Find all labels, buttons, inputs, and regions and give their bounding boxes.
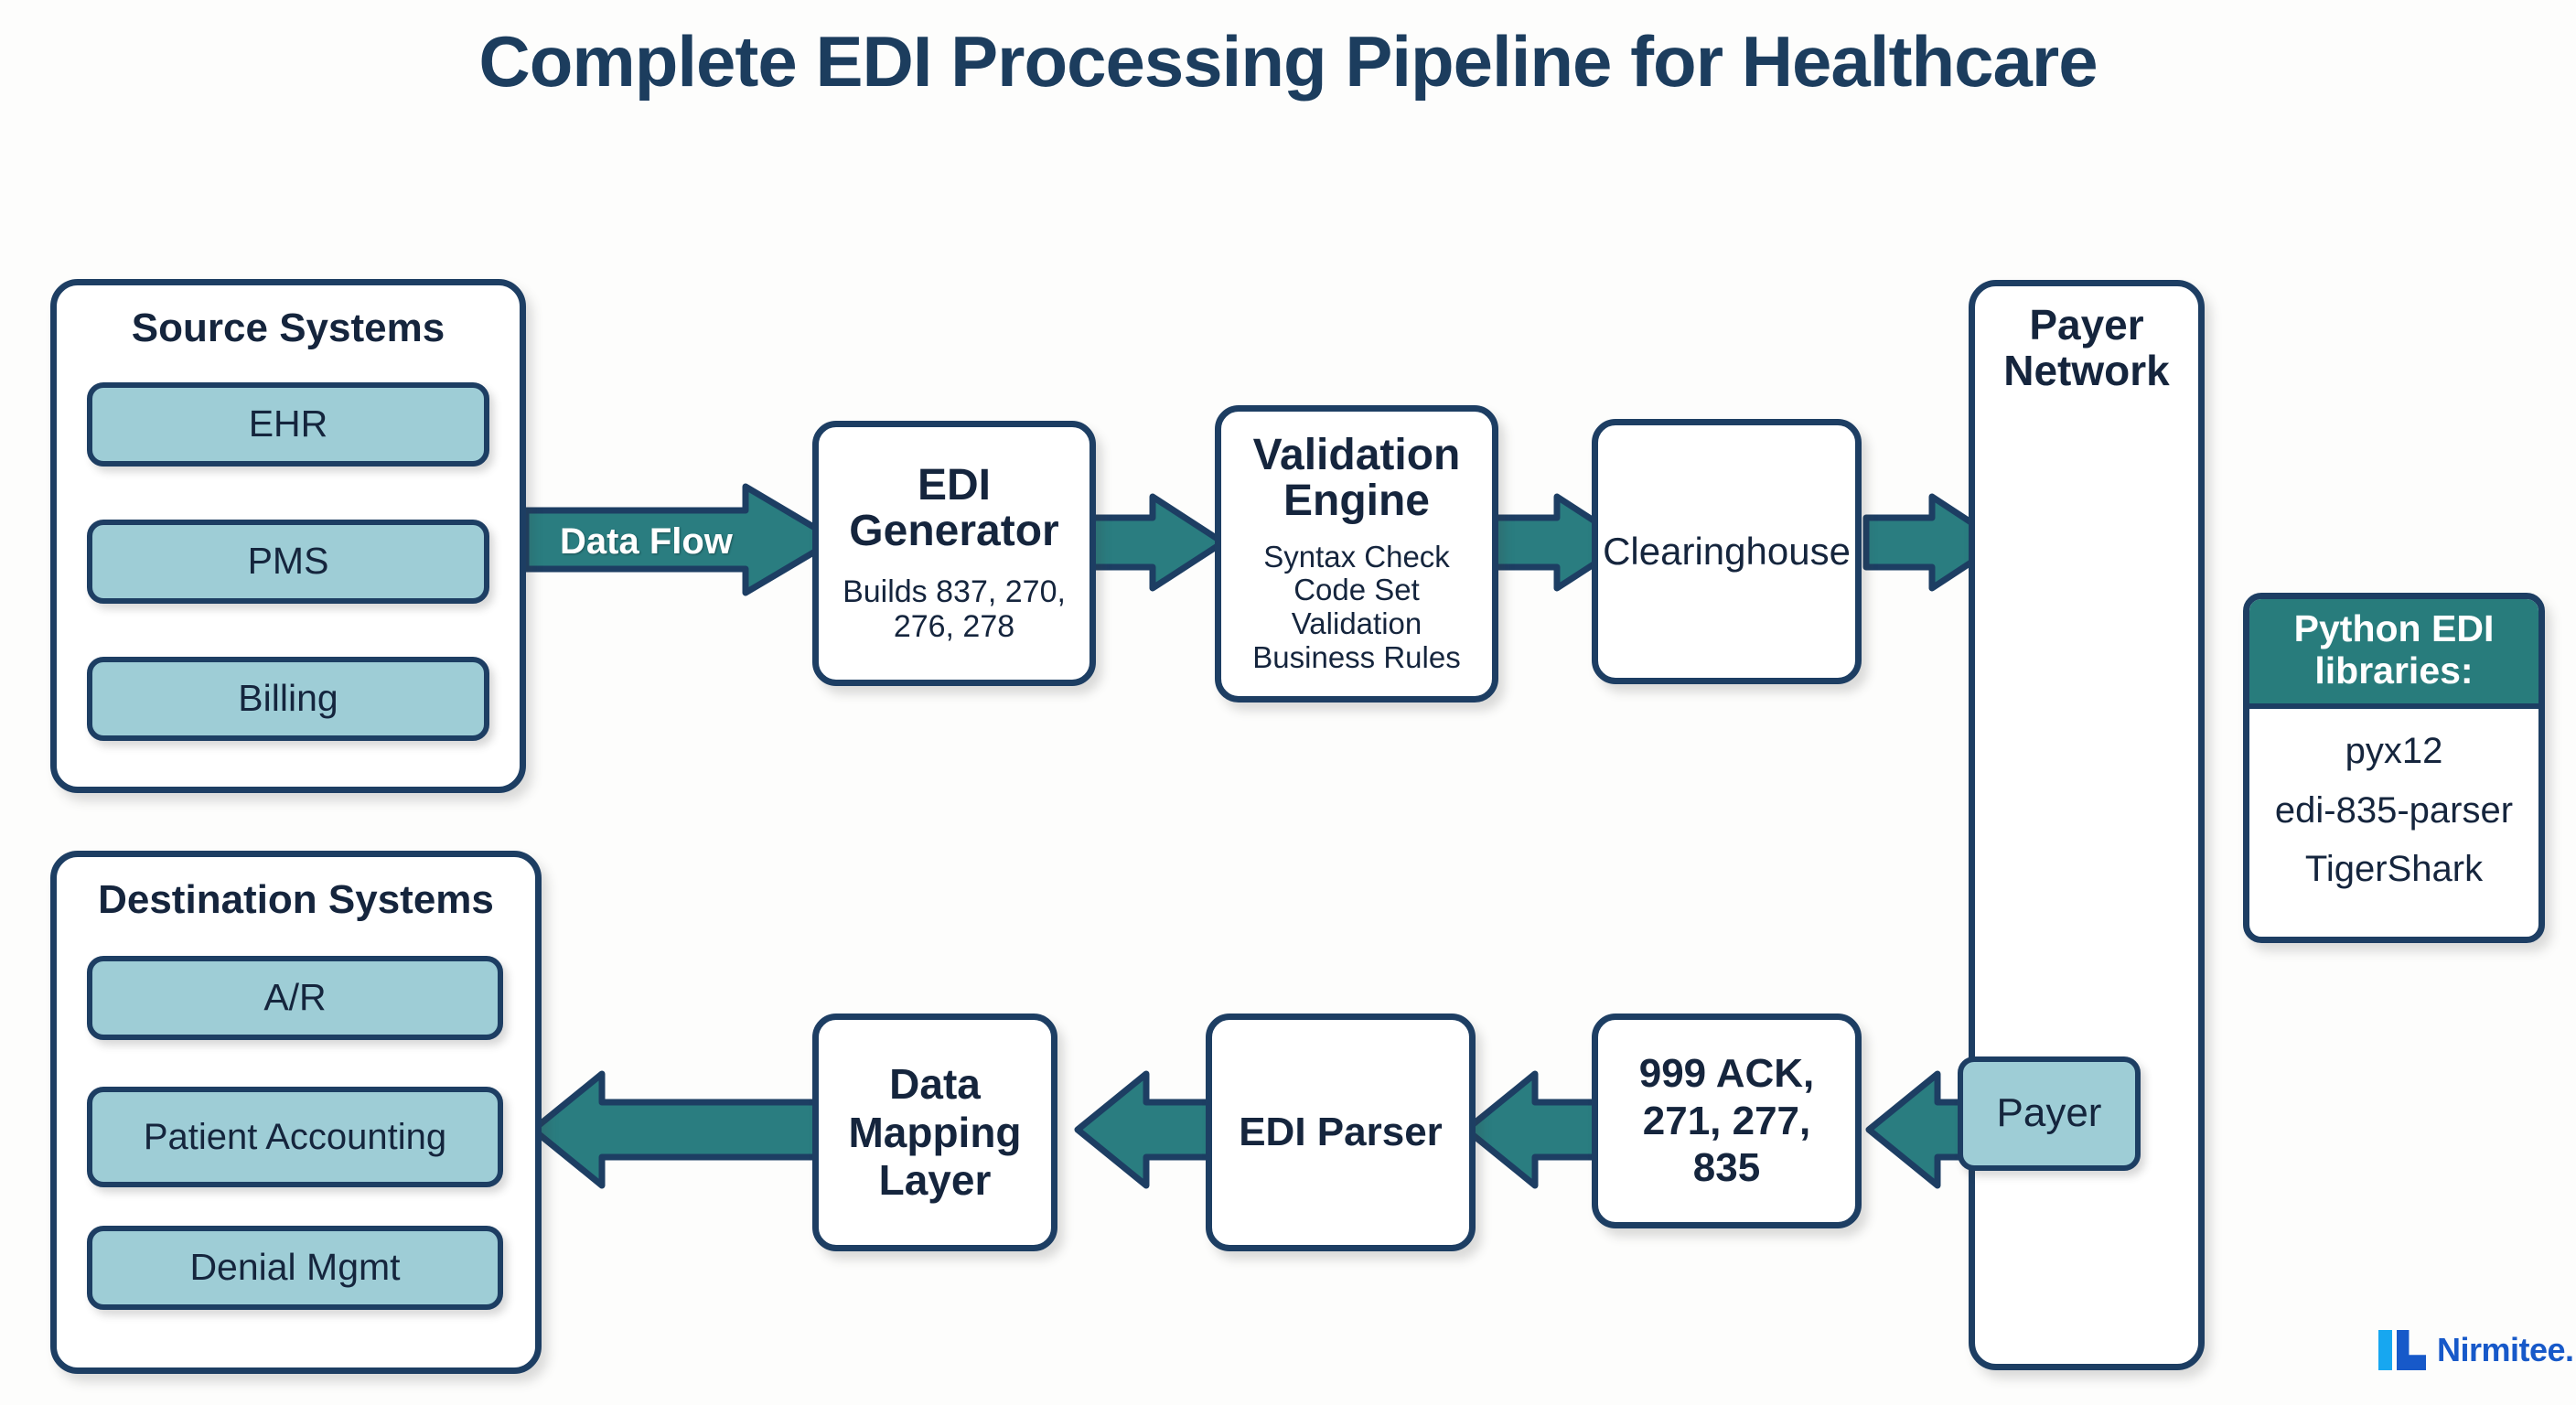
source-item-billing-label: Billing <box>238 677 338 720</box>
source-item-pms[interactable]: PMS <box>87 520 489 604</box>
destination-item-denial-mgmt[interactable]: Denial Mgmt <box>87 1226 503 1310</box>
arrow-generator-to-validation <box>1083 493 1227 592</box>
validation-line-syntax: Syntax Check <box>1263 539 1450 574</box>
destination-item-patient-accounting-label: Patient Accounting <box>143 1117 447 1157</box>
node-clearinghouse-title: Clearinghouse <box>1603 530 1851 574</box>
python-edi-libraries-header: Python EDI libraries: <box>2249 599 2538 709</box>
destination-item-ar-label: A/R <box>263 976 327 1019</box>
source-item-ehr-label: EHR <box>248 402 328 445</box>
node-validation-engine-title: Validation Engine <box>1252 430 1461 525</box>
node-ack-responses[interactable]: 999 ACK, 271, 277, 835 <box>1592 1014 1862 1228</box>
library-item-tigershark: TigerShark <box>2304 849 2484 890</box>
node-edi-parser-title: EDI Parser <box>1239 1110 1443 1155</box>
python-edi-libraries-panel[interactable]: Python EDI libraries: pyx12 edi-835-pars… <box>2243 593 2545 943</box>
node-ack-responses-title: 999 ACK, 271, 277, 835 <box>1638 1050 1815 1191</box>
validation-line-codeset: Code Set Validation <box>1291 573 1422 641</box>
destination-item-denial-mgmt-label: Denial Mgmt <box>189 1246 401 1289</box>
arrow-data-flow-label: Data Flow <box>560 521 733 562</box>
source-item-billing[interactable]: Billing <box>87 657 489 741</box>
payer-network-group[interactable]: Payer Network <box>1969 280 2205 1370</box>
library-item-pyx12: pyx12 <box>2345 730 2443 771</box>
brand-name: Nirmitee.io <box>2437 1331 2576 1368</box>
node-payer[interactable]: Payer <box>1958 1056 2141 1171</box>
node-edi-generator-subtitle: Builds 837, 270, 276, 278 <box>843 574 1066 644</box>
payer-network-title: Payer Network <box>2003 301 2170 394</box>
node-clearinghouse[interactable]: Clearinghouse <box>1592 419 1862 684</box>
destination-item-patient-accounting[interactable]: Patient Accounting <box>87 1087 503 1187</box>
source-item-pms-label: PMS <box>247 540 329 583</box>
destination-systems-title: Destination Systems <box>98 877 494 922</box>
node-validation-engine-subtitle: Syntax Check Code Set Validation Busines… <box>1230 539 1483 676</box>
python-edi-libraries-list: pyx12 edi-835-parser TigerShark <box>2249 709 2538 914</box>
node-payer-label: Payer <box>1996 1090 2102 1136</box>
source-item-ehr[interactable]: EHR <box>87 382 489 467</box>
page-title: Complete EDI Processing Pipeline for Hea… <box>478 21 2098 102</box>
node-data-mapping-layer-title: Data Mapping Layer <box>848 1059 1022 1205</box>
nirmitee-logo-icon <box>2378 1328 2426 1372</box>
brand-logo[interactable]: Nirmitee.io <box>2378 1328 2576 1372</box>
validation-line-rules: Business Rules <box>1252 640 1461 675</box>
node-edi-generator[interactable]: EDI Generator Builds 837, 270, 276, 278 <box>812 421 1096 686</box>
node-edi-generator-title: EDI Generator <box>849 461 1059 555</box>
node-data-mapping-layer[interactable]: Data Mapping Layer <box>812 1014 1057 1251</box>
arrow-data-flow <box>522 483 839 596</box>
node-edi-parser[interactable]: EDI Parser <box>1206 1014 1476 1251</box>
library-item-edi-835-parser: edi-835-parser <box>2274 789 2514 831</box>
node-validation-engine[interactable]: Validation Engine Syntax Check Code Set … <box>1215 405 1498 702</box>
source-systems-title: Source Systems <box>131 306 445 350</box>
arrow-clearinghouse-to-payer-network <box>1862 493 2005 592</box>
destination-item-ar[interactable]: A/R <box>87 956 503 1040</box>
